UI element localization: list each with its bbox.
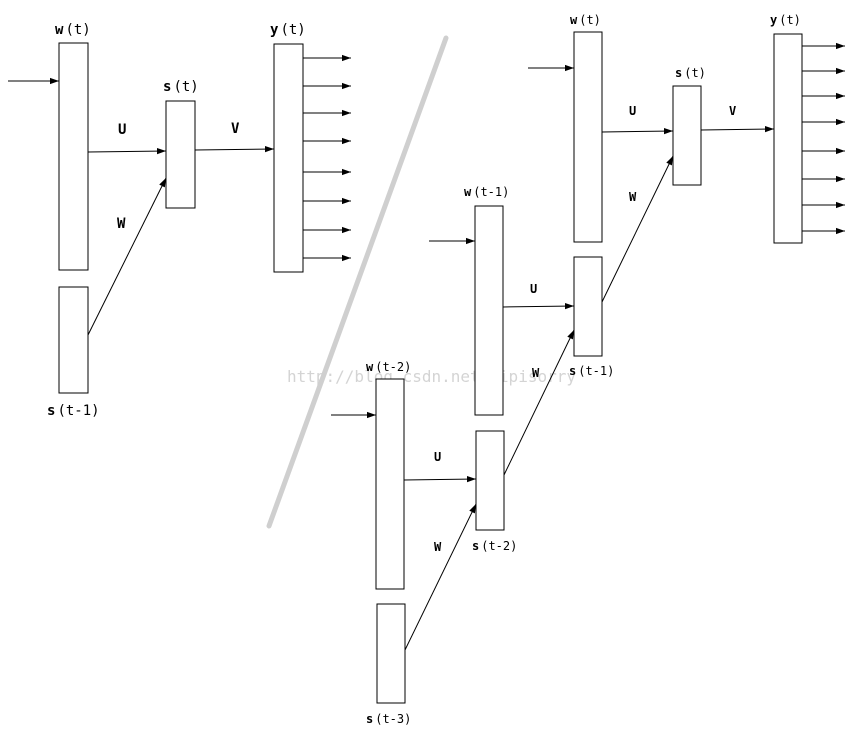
w-arrow bbox=[503, 329, 575, 476]
weight-v-label: V bbox=[729, 104, 736, 118]
input-w-t1-box bbox=[474, 205, 504, 416]
label-w-t1: w(t-1) bbox=[464, 185, 509, 199]
weight-u-label: U bbox=[434, 450, 441, 464]
input-w-t2-box bbox=[375, 378, 405, 590]
output-y-t-box bbox=[773, 33, 803, 244]
input-w-t-box bbox=[58, 42, 89, 271]
simple-rnn: w(t) s(t) y(t) s(t-1) U V W bbox=[8, 22, 351, 419]
weight-w-label: W bbox=[434, 540, 442, 554]
output-arrows bbox=[802, 42, 845, 235]
u-arrow bbox=[502, 302, 575, 310]
label-s-t2: s(t-2) bbox=[472, 539, 517, 553]
weight-w-label: W bbox=[532, 366, 540, 380]
output-arrows bbox=[303, 54, 351, 262]
hidden-s-t-box bbox=[165, 100, 196, 209]
label-w-t: w(t) bbox=[55, 22, 91, 38]
u-arrow bbox=[87, 147, 167, 155]
label-s-t3: s(t-3) bbox=[366, 712, 411, 726]
weight-w-label: W bbox=[117, 216, 126, 232]
hidden-s-t1-box bbox=[573, 256, 603, 357]
u-arrow bbox=[601, 127, 674, 135]
hidden-s-t-box bbox=[672, 85, 702, 186]
hidden-s-t2-box bbox=[475, 430, 505, 531]
divider-line bbox=[266, 35, 449, 529]
v-arrow bbox=[194, 145, 275, 153]
weight-w-label: W bbox=[629, 190, 637, 204]
w-arrow bbox=[87, 177, 167, 336]
v-arrow bbox=[700, 125, 775, 133]
weight-u-label: U bbox=[629, 104, 636, 118]
label-w-t2: w(t-2) bbox=[366, 360, 411, 374]
output-y-t-box bbox=[273, 43, 304, 273]
context-s-t1-box bbox=[58, 286, 89, 394]
label-s-t1: s(t-1) bbox=[569, 364, 614, 378]
input-w-t-box bbox=[573, 31, 603, 243]
context-s-t3-box bbox=[376, 603, 406, 704]
label-s-t: s(t) bbox=[675, 66, 706, 80]
label-y-t: y(t) bbox=[270, 22, 306, 38]
label-w-t: w(t) bbox=[570, 13, 601, 27]
unfolded-rnn: w(t) s(t) y(t) w(t-1) s(t-1) w(t-2) s(t-… bbox=[331, 13, 845, 726]
label-s-t1: s(t-1) bbox=[47, 403, 100, 419]
label-s-t: s(t) bbox=[163, 79, 199, 95]
watermark-text: http://blog.csdn.net/pipisorry bbox=[287, 367, 576, 386]
u-arrow bbox=[403, 475, 477, 483]
weight-v-label: V bbox=[231, 121, 240, 137]
weight-u-label: U bbox=[118, 122, 126, 138]
weight-u-label: U bbox=[530, 282, 537, 296]
label-y-t: y(t) bbox=[770, 13, 801, 27]
w-arrow bbox=[404, 503, 477, 651]
w-arrow bbox=[601, 155, 674, 303]
